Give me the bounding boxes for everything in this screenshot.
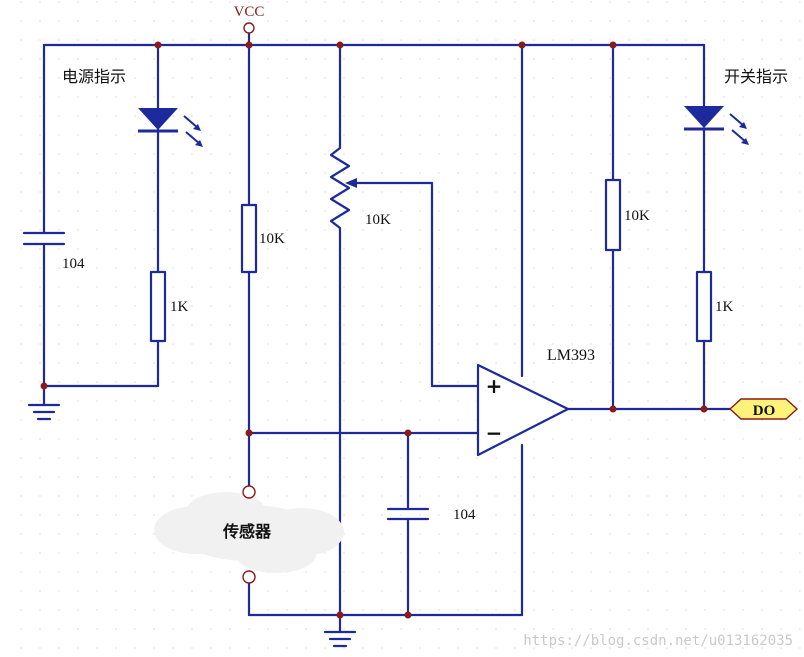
output-pullup-value: 10K bbox=[624, 208, 650, 224]
sensor-pullup-value: 10K bbox=[259, 231, 285, 247]
junction-dot bbox=[609, 405, 617, 413]
comparator-plus-sign: + bbox=[486, 374, 503, 398]
output-pullup-resistor bbox=[604, 178, 622, 252]
junction-dot bbox=[404, 429, 412, 437]
dot-grid bbox=[20, 0, 804, 657]
pot-wiper-arrow bbox=[345, 178, 357, 188]
comparator-minus-sign: − bbox=[486, 421, 503, 445]
junction-dot bbox=[336, 611, 344, 619]
power-cap-value: 104 bbox=[62, 256, 85, 272]
sensor-terminal-top bbox=[242, 485, 256, 499]
switch-led-resistor-value: 1K bbox=[715, 299, 734, 315]
switch-led-icon bbox=[684, 106, 749, 145]
watermark-text: https://blog.csdn.net/u013162035 bbox=[523, 633, 793, 649]
switch-indicator-label: 开关指示 bbox=[724, 67, 788, 86]
junction-dot bbox=[518, 41, 526, 49]
junction-dot bbox=[40, 382, 48, 390]
junction-dot bbox=[245, 429, 253, 437]
junction-dot bbox=[609, 41, 617, 49]
junction-dot bbox=[245, 41, 253, 49]
vcc-label: VCC bbox=[234, 4, 265, 20]
power-led-resistor-value: 1K bbox=[170, 299, 189, 315]
junction-dot bbox=[700, 405, 708, 413]
sensor-terminal-bottom bbox=[242, 570, 256, 584]
power-led-icon bbox=[138, 108, 203, 147]
vcc-terminal bbox=[243, 22, 255, 34]
junction-dot bbox=[404, 611, 412, 619]
potentiometer-value: 10K bbox=[365, 212, 391, 228]
power-indicator-label: 电源指示 bbox=[62, 67, 126, 86]
output-port-tag bbox=[728, 398, 799, 420]
pot-wiper-wire bbox=[353, 181, 480, 388]
comparator-label: LM393 bbox=[547, 347, 595, 364]
sensor-pullup-resistor bbox=[240, 203, 258, 274]
junction-dot bbox=[336, 41, 344, 49]
filter-cap-value: 104 bbox=[453, 507, 476, 523]
sensor-cloud bbox=[154, 492, 344, 573]
sensor-label: 传感器 bbox=[222, 522, 272, 541]
switch-led-resistor bbox=[695, 270, 713, 343]
comparator-symbol bbox=[476, 363, 570, 457]
pot-zigzag bbox=[329, 138, 351, 235]
power-led-resistor bbox=[149, 270, 167, 343]
output-label: DO bbox=[753, 403, 776, 419]
junction-dot bbox=[154, 41, 162, 49]
